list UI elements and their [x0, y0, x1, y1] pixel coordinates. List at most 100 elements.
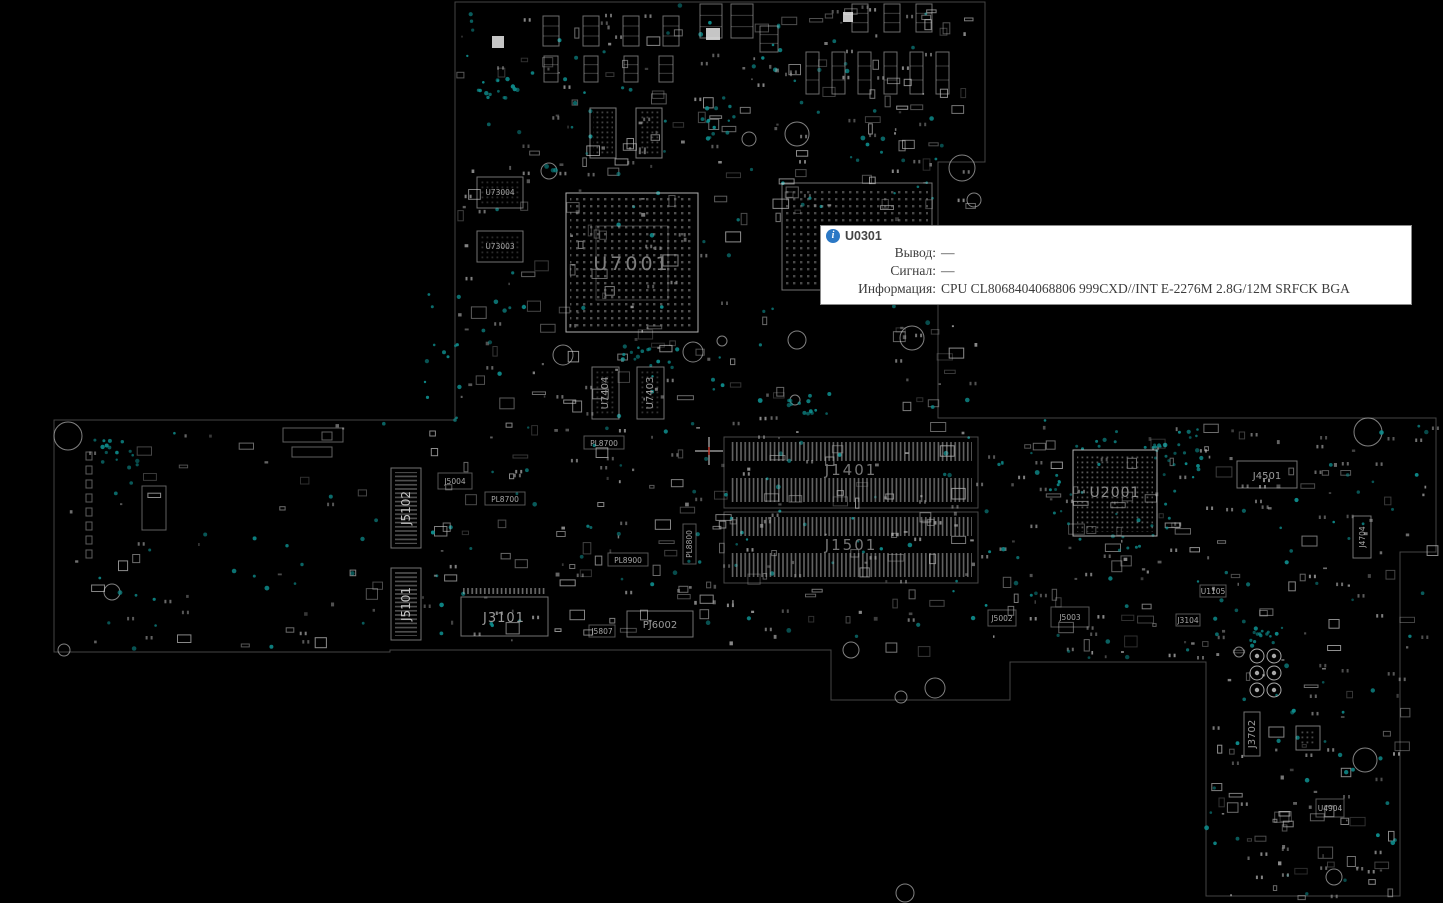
pcb-decor — [469, 194, 472, 199]
pcb-decor — [570, 125, 574, 129]
component-j3101[interactable]: J3101 — [460, 588, 549, 637]
u7403-outline — [636, 366, 665, 420]
pcb-decor — [85, 521, 93, 531]
pcb-decor — [1157, 446, 1160, 450]
pcb-decor — [623, 55, 639, 83]
pcb-decor — [771, 513, 774, 517]
pcb-decor — [1343, 878, 1347, 882]
component-j1401[interactable]: J1401 — [723, 436, 979, 509]
pcb-decor — [285, 544, 289, 548]
mounting-hole — [966, 192, 982, 208]
pcb-decor — [1314, 470, 1317, 474]
pcb-decor — [776, 513, 779, 517]
component-u7404[interactable]: U7404 — [591, 366, 620, 420]
pcb-decor — [514, 559, 528, 569]
pcb-decor — [827, 392, 832, 396]
pcb-decor — [1308, 805, 1312, 809]
component-j5002[interactable]: J5002 — [987, 609, 1017, 627]
pcb-decor — [700, 117, 705, 121]
pcb-decor — [1040, 461, 1043, 465]
pcb-decor — [695, 497, 698, 502]
pcb-decor — [442, 350, 446, 355]
pcb-decor — [1188, 436, 1192, 439]
pcb-decor — [775, 68, 779, 73]
component-j5102[interactable]: J5102 — [390, 467, 422, 549]
pcb-decor — [304, 612, 308, 616]
component-label-j3101: J3101 — [482, 611, 525, 626]
component-j4501[interactable]: J4501 — [1236, 460, 1298, 489]
pcb-decor — [1271, 641, 1275, 645]
pcb-decor — [785, 72, 787, 77]
component-u1105[interactable]: U1105 — [1199, 584, 1227, 598]
j5004-outline — [437, 472, 473, 490]
component-j5101[interactable]: J5101 — [390, 567, 422, 641]
pcb-decor — [136, 446, 152, 456]
pcb-decor — [1039, 593, 1042, 598]
pcb-decor — [117, 590, 123, 595]
pcb-decor — [1102, 615, 1105, 619]
pcb-decor — [849, 156, 853, 159]
pcb-decor — [328, 494, 333, 499]
pcb-decor — [127, 616, 130, 621]
pcb-decor — [1250, 643, 1255, 648]
component-u73003[interactable]: U73003 — [476, 230, 524, 263]
pcb-decor — [361, 621, 365, 625]
pcb-decor — [702, 240, 706, 244]
pcb-decor — [1199, 449, 1202, 453]
component-u7403[interactable]: U7403 — [636, 366, 665, 420]
pcb-decor — [1275, 748, 1278, 752]
pcb-decor — [558, 306, 571, 314]
pcb-decor — [1276, 440, 1280, 445]
component-pj6002[interactable]: PJ6002 — [626, 610, 694, 638]
component-j4704[interactable]: J4704 — [1352, 515, 1372, 559]
pcb-decor — [1120, 555, 1132, 567]
pcb-decor — [495, 611, 498, 615]
pcb-decor — [1044, 487, 1047, 492]
pcb-decor — [898, 111, 902, 114]
component-u7001[interactable]: U7001 — [565, 192, 699, 333]
component-pl8700b[interactable]: PL8700 — [484, 491, 526, 506]
component-pl8700a[interactable]: PL8700 — [583, 435, 625, 450]
component-label-u7403: U7403 — [645, 377, 656, 410]
pcb-decor — [115, 458, 118, 461]
pcb-decor — [1125, 654, 1130, 660]
pcb-decor — [455, 343, 459, 347]
component-j5003[interactable]: J5003 — [1050, 606, 1090, 628]
pcb-decor — [644, 67, 649, 70]
component-pl8900[interactable]: PL8900 — [607, 552, 649, 567]
pcb-decor — [1405, 533, 1410, 537]
pcb-decor — [563, 399, 577, 404]
component-j1501[interactable]: J1501 — [723, 511, 979, 584]
component-pl8800[interactable]: PL8800 — [682, 523, 697, 565]
component-j3702[interactable]: J3702 — [1243, 711, 1261, 757]
pcb-decor — [1154, 456, 1157, 460]
pcb-decor — [173, 431, 176, 435]
pcb-decor — [953, 511, 957, 516]
component-u2001[interactable]: U2001 — [1072, 449, 1158, 537]
pcb-decor — [1229, 748, 1235, 755]
component-j5004[interactable]: J5004 — [437, 472, 473, 490]
pcb-decor — [1237, 582, 1239, 586]
pcb-decor — [705, 253, 708, 258]
pcb-decor — [894, 132, 896, 135]
pcb-decor — [732, 421, 735, 426]
pcb-decor — [616, 171, 621, 177]
pcb-decor — [554, 429, 558, 432]
pcb-decor — [874, 133, 877, 138]
component-j5807[interactable]: J5807 — [588, 624, 616, 638]
pcb-decor — [853, 118, 856, 123]
pcb-decor — [1268, 726, 1285, 738]
component-j3104[interactable]: J3104 — [1175, 613, 1201, 627]
component-u73004[interactable]: U73004 — [476, 176, 524, 209]
pcb-decor — [1436, 426, 1439, 430]
pcb-decor — [689, 586, 692, 589]
pcb-decor — [497, 89, 500, 93]
pcb-decor — [872, 109, 877, 113]
pcb-decor — [1055, 597, 1062, 608]
pcb-decor — [85, 535, 93, 545]
pcb-decor — [1328, 463, 1333, 467]
pcb-decor — [802, 410, 807, 415]
pcb-decor — [1102, 437, 1107, 442]
component-u4904[interactable]: U4904 — [1315, 798, 1345, 818]
